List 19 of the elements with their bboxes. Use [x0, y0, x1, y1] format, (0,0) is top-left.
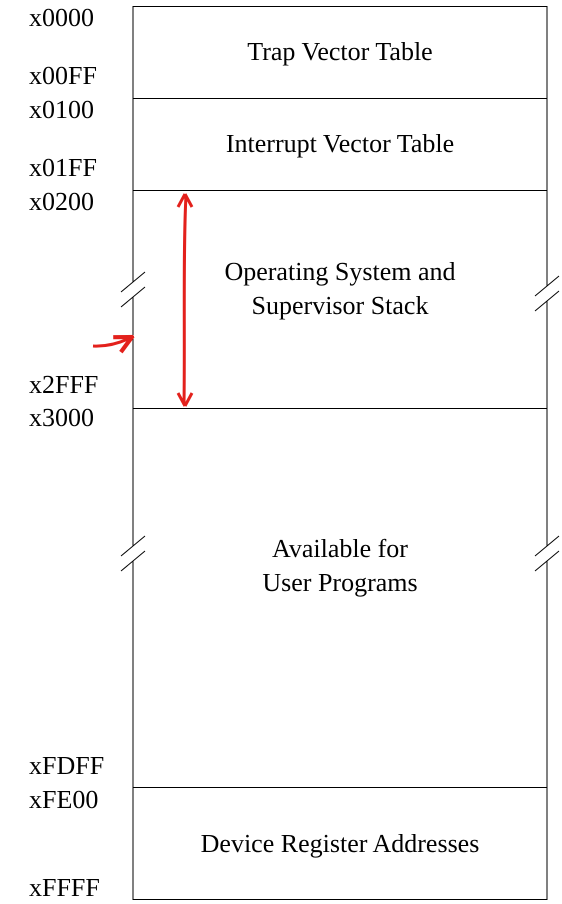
memory-region: [133, 190, 547, 408]
address-label: xFDFF: [29, 751, 104, 781]
address-label: xFE00: [29, 785, 98, 815]
address-label: x00FF: [29, 61, 97, 91]
arrow: [92, 334, 134, 354]
region-label: Interrupt Vector Table: [226, 128, 454, 160]
address-label: x3000: [29, 403, 94, 433]
memory-region: [133, 787, 547, 900]
dimension-line: [175, 193, 195, 407]
address-label: x0100: [29, 95, 94, 125]
region-label: Operating System and Supervisor Stack: [223, 256, 457, 322]
address-label: x01FF: [29, 153, 97, 183]
address-label: xFFFF: [29, 873, 100, 903]
region-label: Available for User Programs: [261, 533, 419, 599]
address-label: x0000: [29, 3, 94, 33]
region-label: Trap Vector Table: [247, 36, 433, 68]
region-label: Device Register Addresses: [200, 828, 480, 860]
address-label: x2FFF: [29, 370, 98, 400]
address-label: x0200: [29, 187, 94, 217]
